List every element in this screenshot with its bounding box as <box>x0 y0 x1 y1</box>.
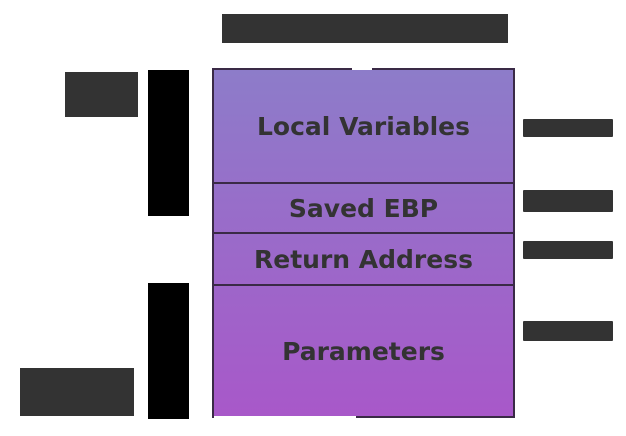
title-redaction-bar <box>222 14 508 43</box>
left-label-bottom-redaction <box>20 368 134 416</box>
bottom-border-gap-artifact <box>214 416 356 419</box>
top-border-gap-artifact <box>352 66 372 70</box>
segment-saved-ebp-label: Saved EBP <box>288 193 439 223</box>
right-callout-1-redaction <box>523 119 613 137</box>
segment-parameters: Parameters <box>214 286 513 416</box>
right-callout-4-redaction <box>523 321 613 341</box>
left-label-top-redaction <box>65 72 138 117</box>
segment-local-variables: Local Variables <box>214 70 513 184</box>
segment-saved-ebp: Saved EBP <box>214 184 513 234</box>
segment-parameters-label: Parameters <box>282 336 445 366</box>
right-callout-3-redaction <box>523 241 613 259</box>
right-callout-2-redaction <box>523 190 613 212</box>
segment-local-variables-label: Local Variables <box>257 111 470 141</box>
segment-return-address: Return Address <box>214 234 513 286</box>
lower-arrow-redaction <box>148 283 189 419</box>
upper-arrow-redaction <box>148 70 189 216</box>
stack-frame-box: Local Variables Saved EBP Return Address… <box>212 68 515 418</box>
segment-return-address-label: Return Address <box>254 244 473 274</box>
